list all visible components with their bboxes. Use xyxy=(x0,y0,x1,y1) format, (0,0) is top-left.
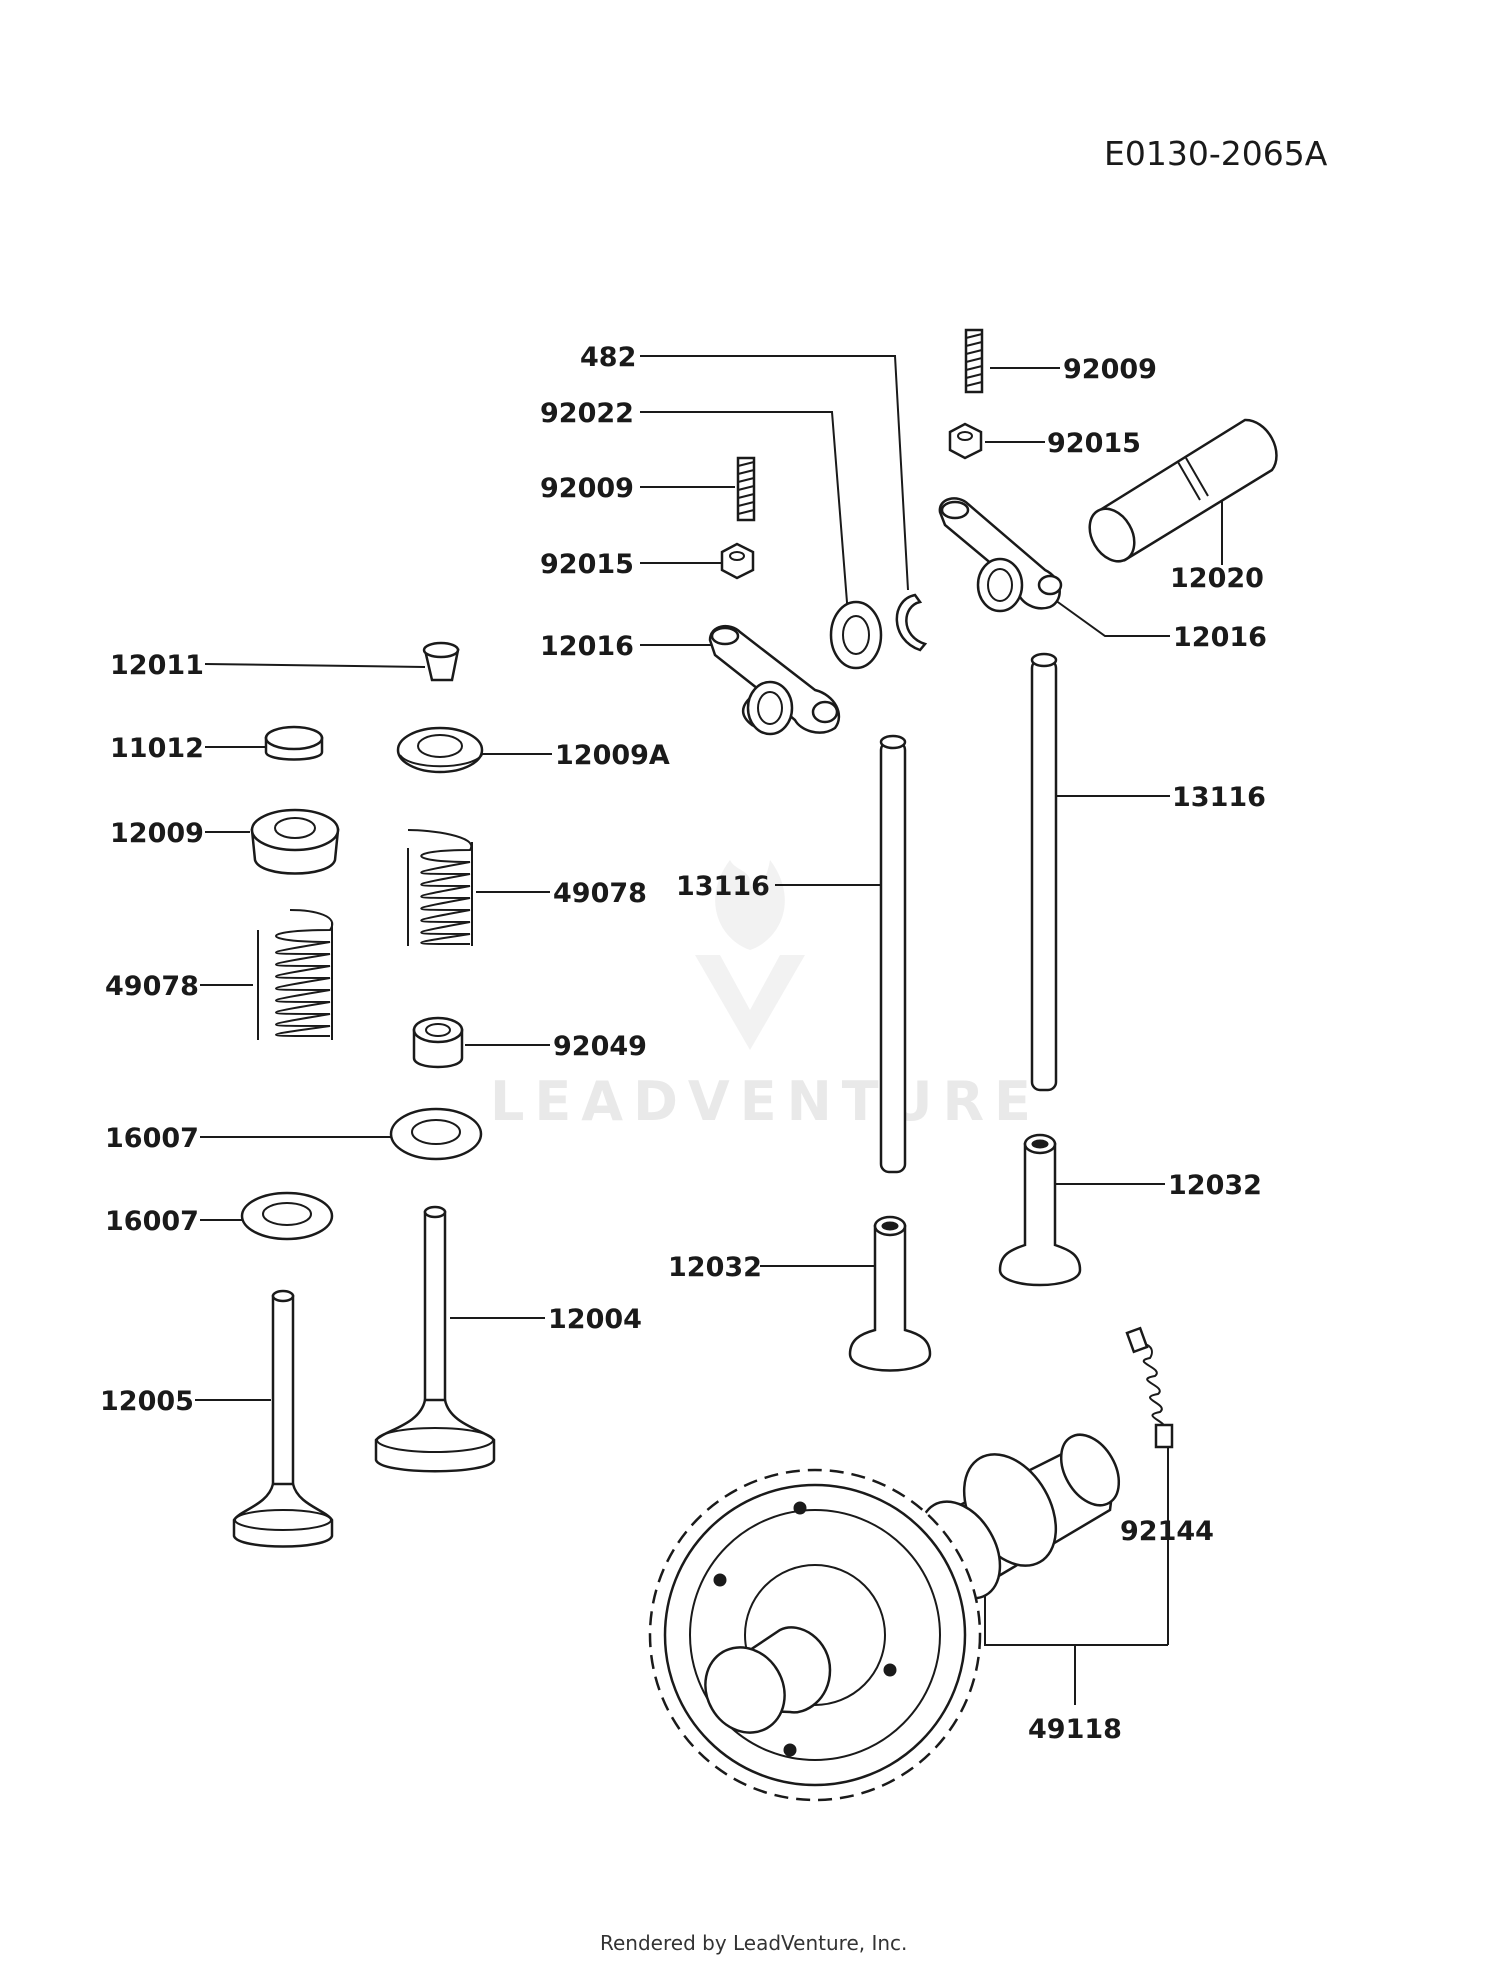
label-92009-left: 92009 xyxy=(540,473,634,504)
leader-lines xyxy=(195,355,1223,1705)
label-13116-right: 13116 xyxy=(1172,782,1266,813)
exhaust-valve xyxy=(374,1205,496,1473)
push-rod-right xyxy=(1030,652,1058,1092)
label-92049: 92049 xyxy=(553,1031,647,1062)
diagram-code: E0130-2065A xyxy=(1104,134,1328,173)
part-labels: 482 92022 92009 92015 12016 92009 92015 … xyxy=(100,342,1267,1745)
watermark-logo xyxy=(695,860,805,1050)
label-92015-left: 92015 xyxy=(540,549,634,580)
valve-spring-left xyxy=(257,909,334,1040)
spring-retainer-a xyxy=(396,726,484,774)
washer xyxy=(829,600,883,670)
label-16007-top: 16007 xyxy=(105,1123,199,1154)
label-16007-bottom: 16007 xyxy=(105,1206,199,1237)
label-12020: 12020 xyxy=(1170,563,1264,594)
label-13116-left: 13116 xyxy=(676,871,770,902)
circlip xyxy=(895,593,928,652)
label-92009-right: 92009 xyxy=(1063,354,1157,385)
label-49078-left: 49078 xyxy=(105,971,199,1002)
label-12016-left: 12016 xyxy=(540,631,634,662)
label-12032-left: 12032 xyxy=(668,1252,762,1283)
cap-disc xyxy=(264,725,324,761)
label-12004: 12004 xyxy=(548,1304,642,1335)
nut-right xyxy=(948,422,983,460)
label-12016-right: 12016 xyxy=(1173,622,1267,653)
label-92022: 92022 xyxy=(540,398,634,429)
intake-valve xyxy=(232,1289,334,1548)
label-92015-right: 92015 xyxy=(1047,428,1141,459)
label-12011: 12011 xyxy=(110,650,204,681)
watermark-text: LEADVENTURE xyxy=(490,1070,1041,1133)
adjusting-screw-right xyxy=(964,328,984,394)
label-12005: 12005 xyxy=(100,1386,194,1417)
push-rod-left xyxy=(879,734,907,1174)
valve-cap xyxy=(422,641,460,682)
label-11012: 11012 xyxy=(110,733,204,764)
label-92144: 92144 xyxy=(1120,1516,1214,1547)
label-482: 482 xyxy=(580,342,636,373)
tappet-right xyxy=(998,1133,1082,1287)
camshaft-gear xyxy=(648,1433,1121,1802)
label-12009a: 12009A xyxy=(555,740,670,771)
footer-credit: Rendered by LeadVenture, Inc. xyxy=(600,1931,907,1955)
adjusting-screw-left xyxy=(736,456,756,522)
label-12009: 12009 xyxy=(110,818,204,849)
label-12032-right: 12032 xyxy=(1168,1170,1262,1201)
cam-spring-pin xyxy=(1125,1326,1174,1449)
spring-retainer xyxy=(250,808,340,875)
label-49078-right: 49078 xyxy=(553,878,647,909)
rocker-shaft xyxy=(1088,418,1278,563)
spring-seat-top xyxy=(389,1107,483,1161)
rocker-arm-left xyxy=(708,624,841,736)
nut-left xyxy=(720,542,755,580)
valve-spring-right xyxy=(407,829,473,946)
spring-seat-bottom xyxy=(240,1191,334,1241)
tappet-left xyxy=(848,1215,932,1372)
label-49118: 49118 xyxy=(1028,1714,1122,1745)
valve-bushing xyxy=(412,1016,464,1069)
rocker-arm-right xyxy=(938,497,1063,613)
